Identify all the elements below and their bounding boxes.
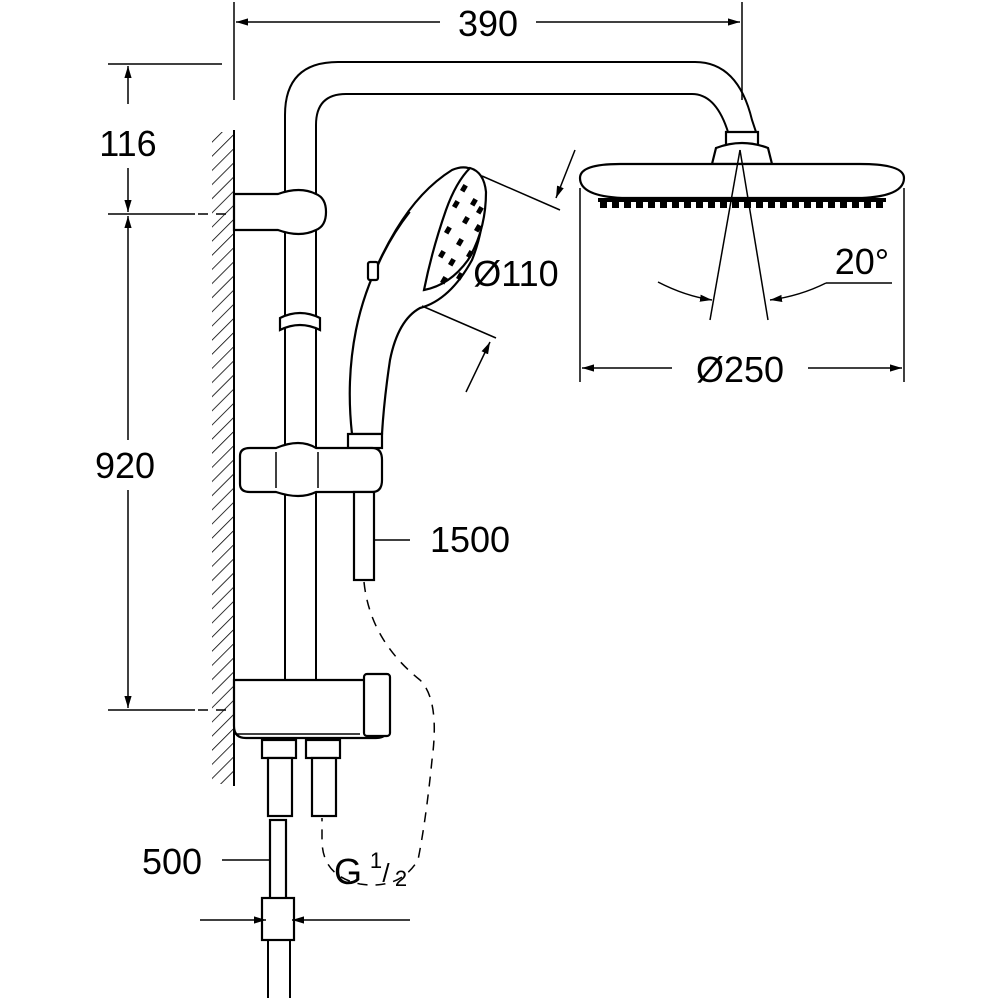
hand-shower (346, 166, 488, 450)
nozzle (876, 200, 883, 208)
nozzle (636, 200, 643, 208)
hand-diameter-label: Ø110 (473, 253, 558, 294)
head-diameter-label: Ø250 (696, 349, 784, 390)
nozzle (732, 200, 739, 208)
nozzle (466, 249, 474, 259)
nozzle (696, 200, 703, 208)
hand-shower-nozzles (438, 183, 484, 285)
shower-hose: 1500 (321, 490, 510, 886)
nozzle (456, 271, 464, 281)
nozzle (708, 200, 715, 208)
nozzle (448, 257, 456, 267)
dimension-920-label: 920 (95, 445, 155, 486)
nozzle (444, 225, 452, 235)
nozzle (756, 200, 763, 208)
nozzle (792, 200, 799, 208)
thread-label-numerator: 1 (370, 848, 382, 873)
thread-dimension: G 1 / 2 (200, 848, 410, 924)
nozzle (660, 200, 667, 208)
shower-hose-length-label: 1500 (430, 519, 510, 560)
nozzle (852, 200, 859, 208)
nozzle (462, 215, 470, 225)
nozzle (440, 275, 448, 285)
nozzle (456, 237, 464, 247)
supply-connector-left (260, 738, 298, 818)
nozzle (452, 199, 460, 209)
nozzle (840, 200, 847, 208)
head-shower (578, 130, 906, 208)
supply-hose-length-label: 500 (142, 841, 202, 882)
nozzle (816, 200, 823, 208)
nozzle (672, 200, 679, 208)
top-wall-bracket (232, 188, 328, 236)
dimension-hand-diameter: Ø110 (421, 149, 576, 393)
nozzle (804, 200, 811, 208)
nozzle (684, 200, 691, 208)
hand-shower-holder (238, 441, 384, 498)
nozzle (600, 200, 607, 208)
nozzle (864, 200, 871, 208)
nozzle (438, 249, 446, 259)
dimension-390-label: 390 (458, 3, 518, 44)
supply-hose: 500 (142, 818, 296, 998)
thread-label-denominator: 2 (395, 866, 407, 891)
dimension-920: 920 (95, 216, 238, 711)
nozzle (476, 205, 484, 215)
thread-label-g: G (334, 851, 362, 892)
nozzle (612, 200, 619, 208)
nozzle (828, 200, 835, 208)
supply-connector-right (304, 738, 342, 818)
nozzle (780, 200, 787, 208)
nozzle (624, 200, 631, 208)
tilt-angle-label: 20° (835, 241, 889, 282)
nozzle (460, 183, 468, 193)
thread-label-slash: / (382, 858, 390, 888)
nozzle (648, 200, 655, 208)
riser-rail (278, 61, 757, 680)
tilt-angle-dimension: 20° (657, 149, 892, 321)
nozzle (768, 200, 775, 208)
dimension-head-diameter: Ø250 (579, 188, 905, 390)
dimension-390: 390 (233, 2, 743, 100)
nozzle (470, 197, 478, 207)
nozzle (474, 223, 482, 233)
nozzle (720, 200, 727, 208)
dimension-116: 116 (99, 63, 238, 215)
nozzle (744, 200, 751, 208)
bottom-wall-bracket (232, 672, 392, 740)
dimension-116-label: 116 (99, 123, 156, 164)
head-shower-nozzles (598, 198, 886, 208)
wall (212, 130, 235, 786)
